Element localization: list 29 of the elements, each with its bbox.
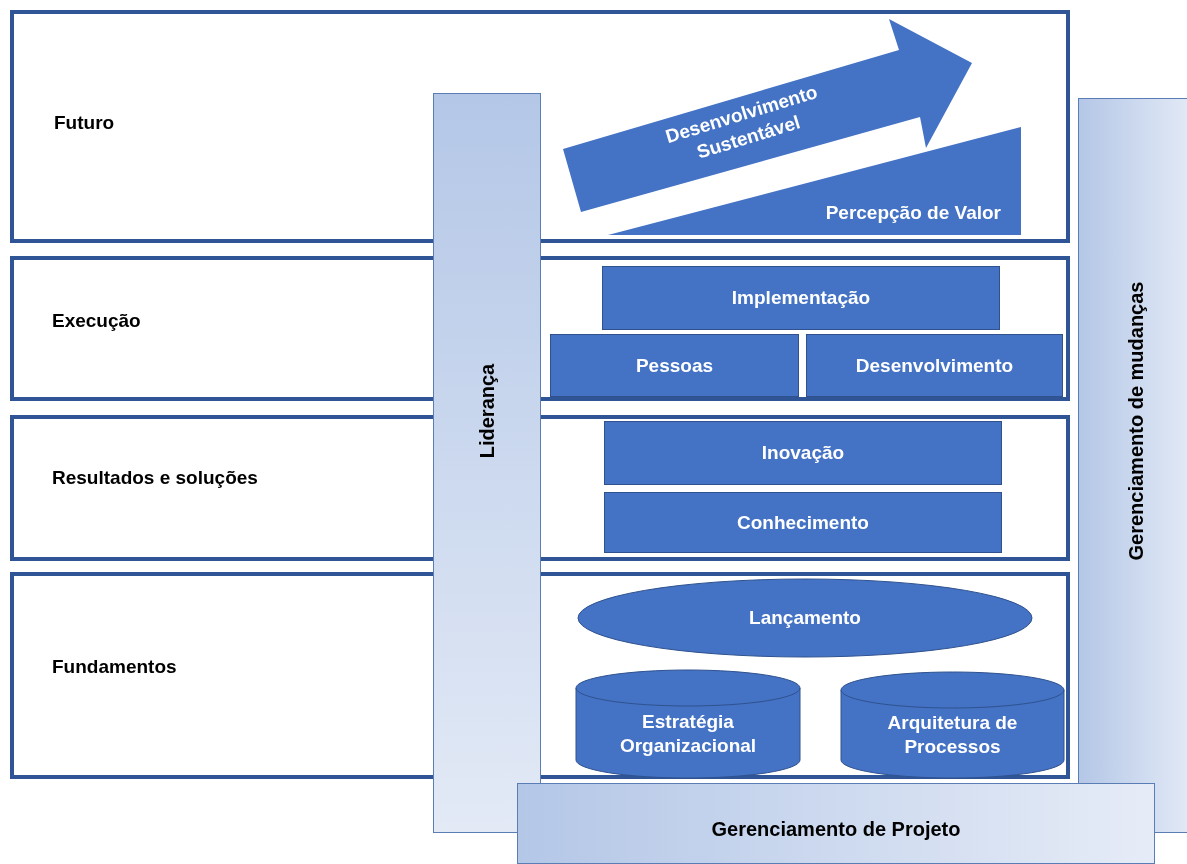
layer-title: Fundamentos	[52, 656, 177, 678]
layer-title: Execução	[52, 310, 141, 332]
cylinder-label: Estratégia Organizacional	[618, 710, 758, 758]
process-box	[604, 421, 1002, 485]
cylinder-shape	[840, 672, 1065, 778]
process-box	[604, 492, 1002, 553]
box-label: Implementação	[731, 286, 871, 310]
layer-panel	[10, 10, 1070, 243]
layer-title: Resultados e soluções	[52, 467, 258, 489]
pillar-bar	[433, 93, 541, 833]
ellipse-shape	[577, 578, 1033, 658]
cylinder-label: Arquitetura de Processos	[886, 711, 1019, 759]
pillar-bar	[1078, 98, 1187, 833]
box-label: Conhecimento	[737, 510, 869, 535]
box-label: Pessoas	[635, 353, 714, 378]
ramp-label: Percepção de Valor	[825, 201, 1001, 225]
box-label: Inovação	[761, 441, 845, 465]
pillar-label: Liderança	[475, 363, 499, 459]
process-box	[806, 334, 1063, 397]
cylinder-shape	[575, 670, 801, 778]
box-label: Desenvolvimento	[855, 353, 1014, 378]
process-box	[550, 334, 799, 397]
base-label: Gerenciamento de Projeto	[711, 818, 961, 841]
ellipse-label: Lançamento	[749, 606, 861, 630]
base-bar	[517, 783, 1155, 864]
pillar-label: Gerenciamento de mudanças	[1124, 281, 1147, 561]
process-box	[602, 266, 1000, 330]
layer-panel	[10, 572, 1070, 779]
layer-title: Futuro	[54, 112, 115, 134]
